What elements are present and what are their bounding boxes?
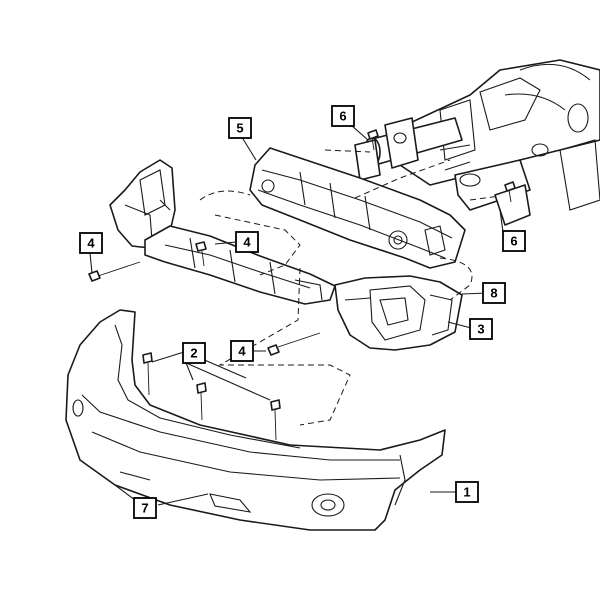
- callout-8: 8: [482, 282, 506, 304]
- fascia-fasteners: [142, 352, 281, 441]
- callout-4-left-label: 4: [87, 236, 95, 251]
- callout-7: 7: [133, 497, 157, 519]
- leader-lines: [89, 124, 504, 506]
- callout-6-lower-label: 6: [510, 234, 517, 249]
- callout-4-left: 4: [79, 232, 103, 254]
- callout-6-lower: 6: [502, 230, 526, 252]
- callout-4-lower-label: 4: [238, 344, 246, 359]
- callout-4-center: 4: [235, 231, 259, 253]
- callout-4-lower: 4: [230, 340, 254, 362]
- callout-5: 5: [228, 117, 252, 139]
- callout-6-upper: 6: [331, 105, 355, 127]
- assembly-lines: [199, 149, 501, 426]
- callout-1-label: 1: [463, 485, 470, 500]
- callout-4-center-label: 4: [243, 235, 251, 250]
- callout-8-label: 8: [490, 286, 497, 301]
- frame-bolts: [367, 129, 516, 203]
- callout-6-upper-label: 6: [339, 109, 346, 124]
- frame-cross-tube: [354, 117, 463, 181]
- callout-7-label: 7: [141, 501, 148, 516]
- frame-rails: [394, 59, 600, 226]
- right-bumper-bracket: [334, 275, 463, 351]
- callout-5-label: 5: [236, 121, 243, 136]
- callout-3-label: 3: [477, 322, 484, 337]
- front-fascia: [65, 309, 446, 531]
- callout-2-label: 2: [190, 346, 197, 361]
- callout-2: 2: [182, 342, 206, 364]
- callout-3: 3: [469, 318, 493, 340]
- bumper-energy-absorber: [144, 225, 336, 305]
- bumper-reinforcement-beam: [249, 147, 466, 269]
- callout-1: 1: [455, 481, 479, 503]
- bracket-bolts: [88, 241, 321, 356]
